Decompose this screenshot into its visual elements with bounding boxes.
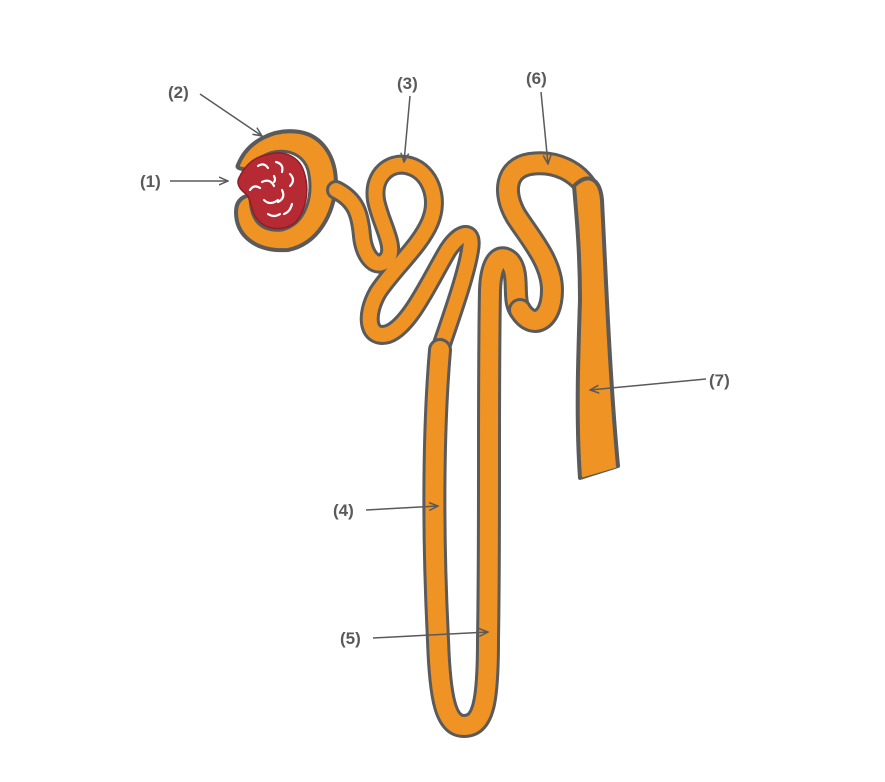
labels: (1) (2) (3) (4) (5) (6) (7)	[140, 69, 730, 648]
arrow-5	[372, 632, 488, 639]
arrow-6	[540, 91, 548, 164]
arrow-7	[590, 378, 707, 390]
arrow-2	[199, 93, 262, 136]
label-2: (2)	[168, 83, 189, 102]
collecting-duct	[572, 176, 620, 480]
arrow-3	[404, 95, 411, 162]
glomerulus	[237, 152, 308, 230]
label-3: (3)	[397, 74, 418, 93]
label-1: (1)	[140, 172, 161, 191]
arrow-4	[365, 506, 438, 510]
label-6: (6)	[526, 69, 547, 88]
label-arrows	[170, 91, 707, 639]
label-4: (4)	[333, 501, 354, 520]
label-5: (5)	[340, 629, 361, 648]
label-7: (7)	[709, 371, 730, 390]
